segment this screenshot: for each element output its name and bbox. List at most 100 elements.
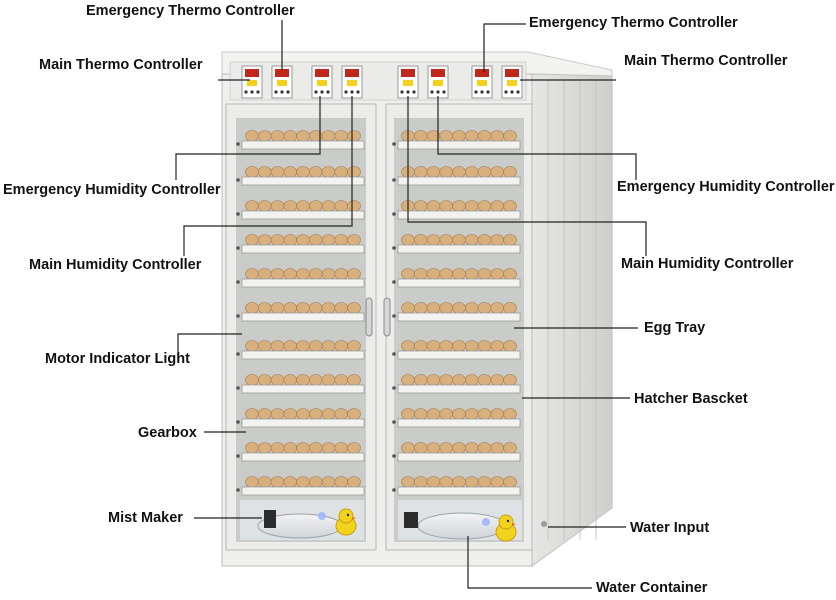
egg [464, 302, 479, 314]
egg [503, 302, 517, 314]
egg [401, 268, 415, 280]
controller-display [315, 69, 329, 77]
egg [321, 200, 336, 212]
tray-pivot [236, 280, 240, 284]
egg [490, 268, 505, 280]
egg [245, 374, 259, 386]
egg [490, 340, 505, 352]
egg [439, 408, 454, 420]
controller-panels [241, 65, 523, 99]
egg [490, 166, 505, 178]
egg [464, 166, 479, 178]
egg [503, 408, 517, 420]
controller-display [505, 69, 519, 77]
egg [439, 374, 454, 386]
chick-logo-right [495, 514, 517, 542]
leader-motor-indicator [177, 333, 242, 352]
egg [334, 166, 349, 178]
chick-logo-left [335, 508, 357, 536]
tray-pivot [392, 386, 396, 390]
egg [503, 234, 517, 246]
controller-unit [397, 65, 419, 99]
label-motor-indicator-light: Motor Indicator Light [45, 351, 190, 367]
label-gearbox: Gearbox [138, 425, 197, 441]
egg [308, 302, 323, 314]
egg [439, 476, 454, 488]
controller-button [436, 90, 440, 94]
controller-button [356, 90, 360, 94]
egg [283, 268, 298, 280]
egg [439, 302, 454, 314]
egg [477, 374, 492, 386]
egg [413, 130, 428, 142]
egg-tray [397, 176, 521, 186]
controller-logo [477, 80, 487, 86]
egg [439, 130, 454, 142]
egg [347, 130, 361, 142]
egg [257, 302, 272, 314]
egg [452, 374, 466, 386]
egg [257, 200, 272, 212]
egg [296, 200, 310, 212]
egg [477, 408, 492, 420]
chick-head [498, 514, 514, 530]
egg [426, 374, 441, 386]
tray-pivot [236, 488, 240, 492]
egg [321, 476, 336, 488]
egg [308, 234, 323, 246]
egg-tray [397, 418, 521, 428]
chick-eye [346, 513, 350, 517]
egg [334, 476, 349, 488]
egg [426, 234, 441, 246]
egg [426, 166, 441, 178]
controller-button [504, 90, 508, 94]
tray-pivot [392, 454, 396, 458]
egg [426, 200, 441, 212]
egg [426, 476, 441, 488]
egg [413, 340, 428, 352]
tray-pivot [236, 212, 240, 216]
egg-tray [241, 176, 365, 186]
egg-tray [241, 452, 365, 462]
egg [270, 234, 285, 246]
leader-lines [175, 20, 647, 589]
egg [347, 166, 361, 178]
label-main-humidity-left: Main Humidity Controller [29, 257, 202, 273]
bottom-compartment [240, 500, 547, 542]
egg [257, 374, 272, 386]
egg [308, 374, 323, 386]
egg [257, 130, 272, 142]
egg [413, 268, 428, 280]
egg [296, 234, 310, 246]
egg [296, 166, 310, 178]
egg [503, 130, 517, 142]
controller-button [280, 90, 284, 94]
egg [426, 340, 441, 352]
egg [270, 442, 285, 454]
egg [490, 476, 505, 488]
controller-button [256, 90, 260, 94]
egg [477, 166, 492, 178]
egg [334, 302, 349, 314]
egg [347, 302, 361, 314]
tray-pivot [236, 420, 240, 424]
egg [464, 374, 479, 386]
egg-tray [397, 312, 521, 322]
egg [490, 408, 505, 420]
chick-beak [512, 523, 516, 526]
egg [321, 442, 336, 454]
egg [347, 234, 361, 246]
egg-tray [241, 350, 365, 360]
controller-unit [271, 65, 293, 99]
controller-button [344, 90, 348, 94]
controller-button [430, 90, 434, 94]
label-emergency-humidity-right: Emergency Humidity Controller [617, 179, 835, 195]
egg-tray [241, 210, 365, 220]
controller-button [320, 90, 324, 94]
egg [439, 234, 454, 246]
leader-emergency-thermo-right [483, 23, 526, 72]
egg [257, 166, 272, 178]
water-container-unit [404, 512, 418, 528]
egg [257, 408, 272, 420]
tray-pivot [392, 212, 396, 216]
